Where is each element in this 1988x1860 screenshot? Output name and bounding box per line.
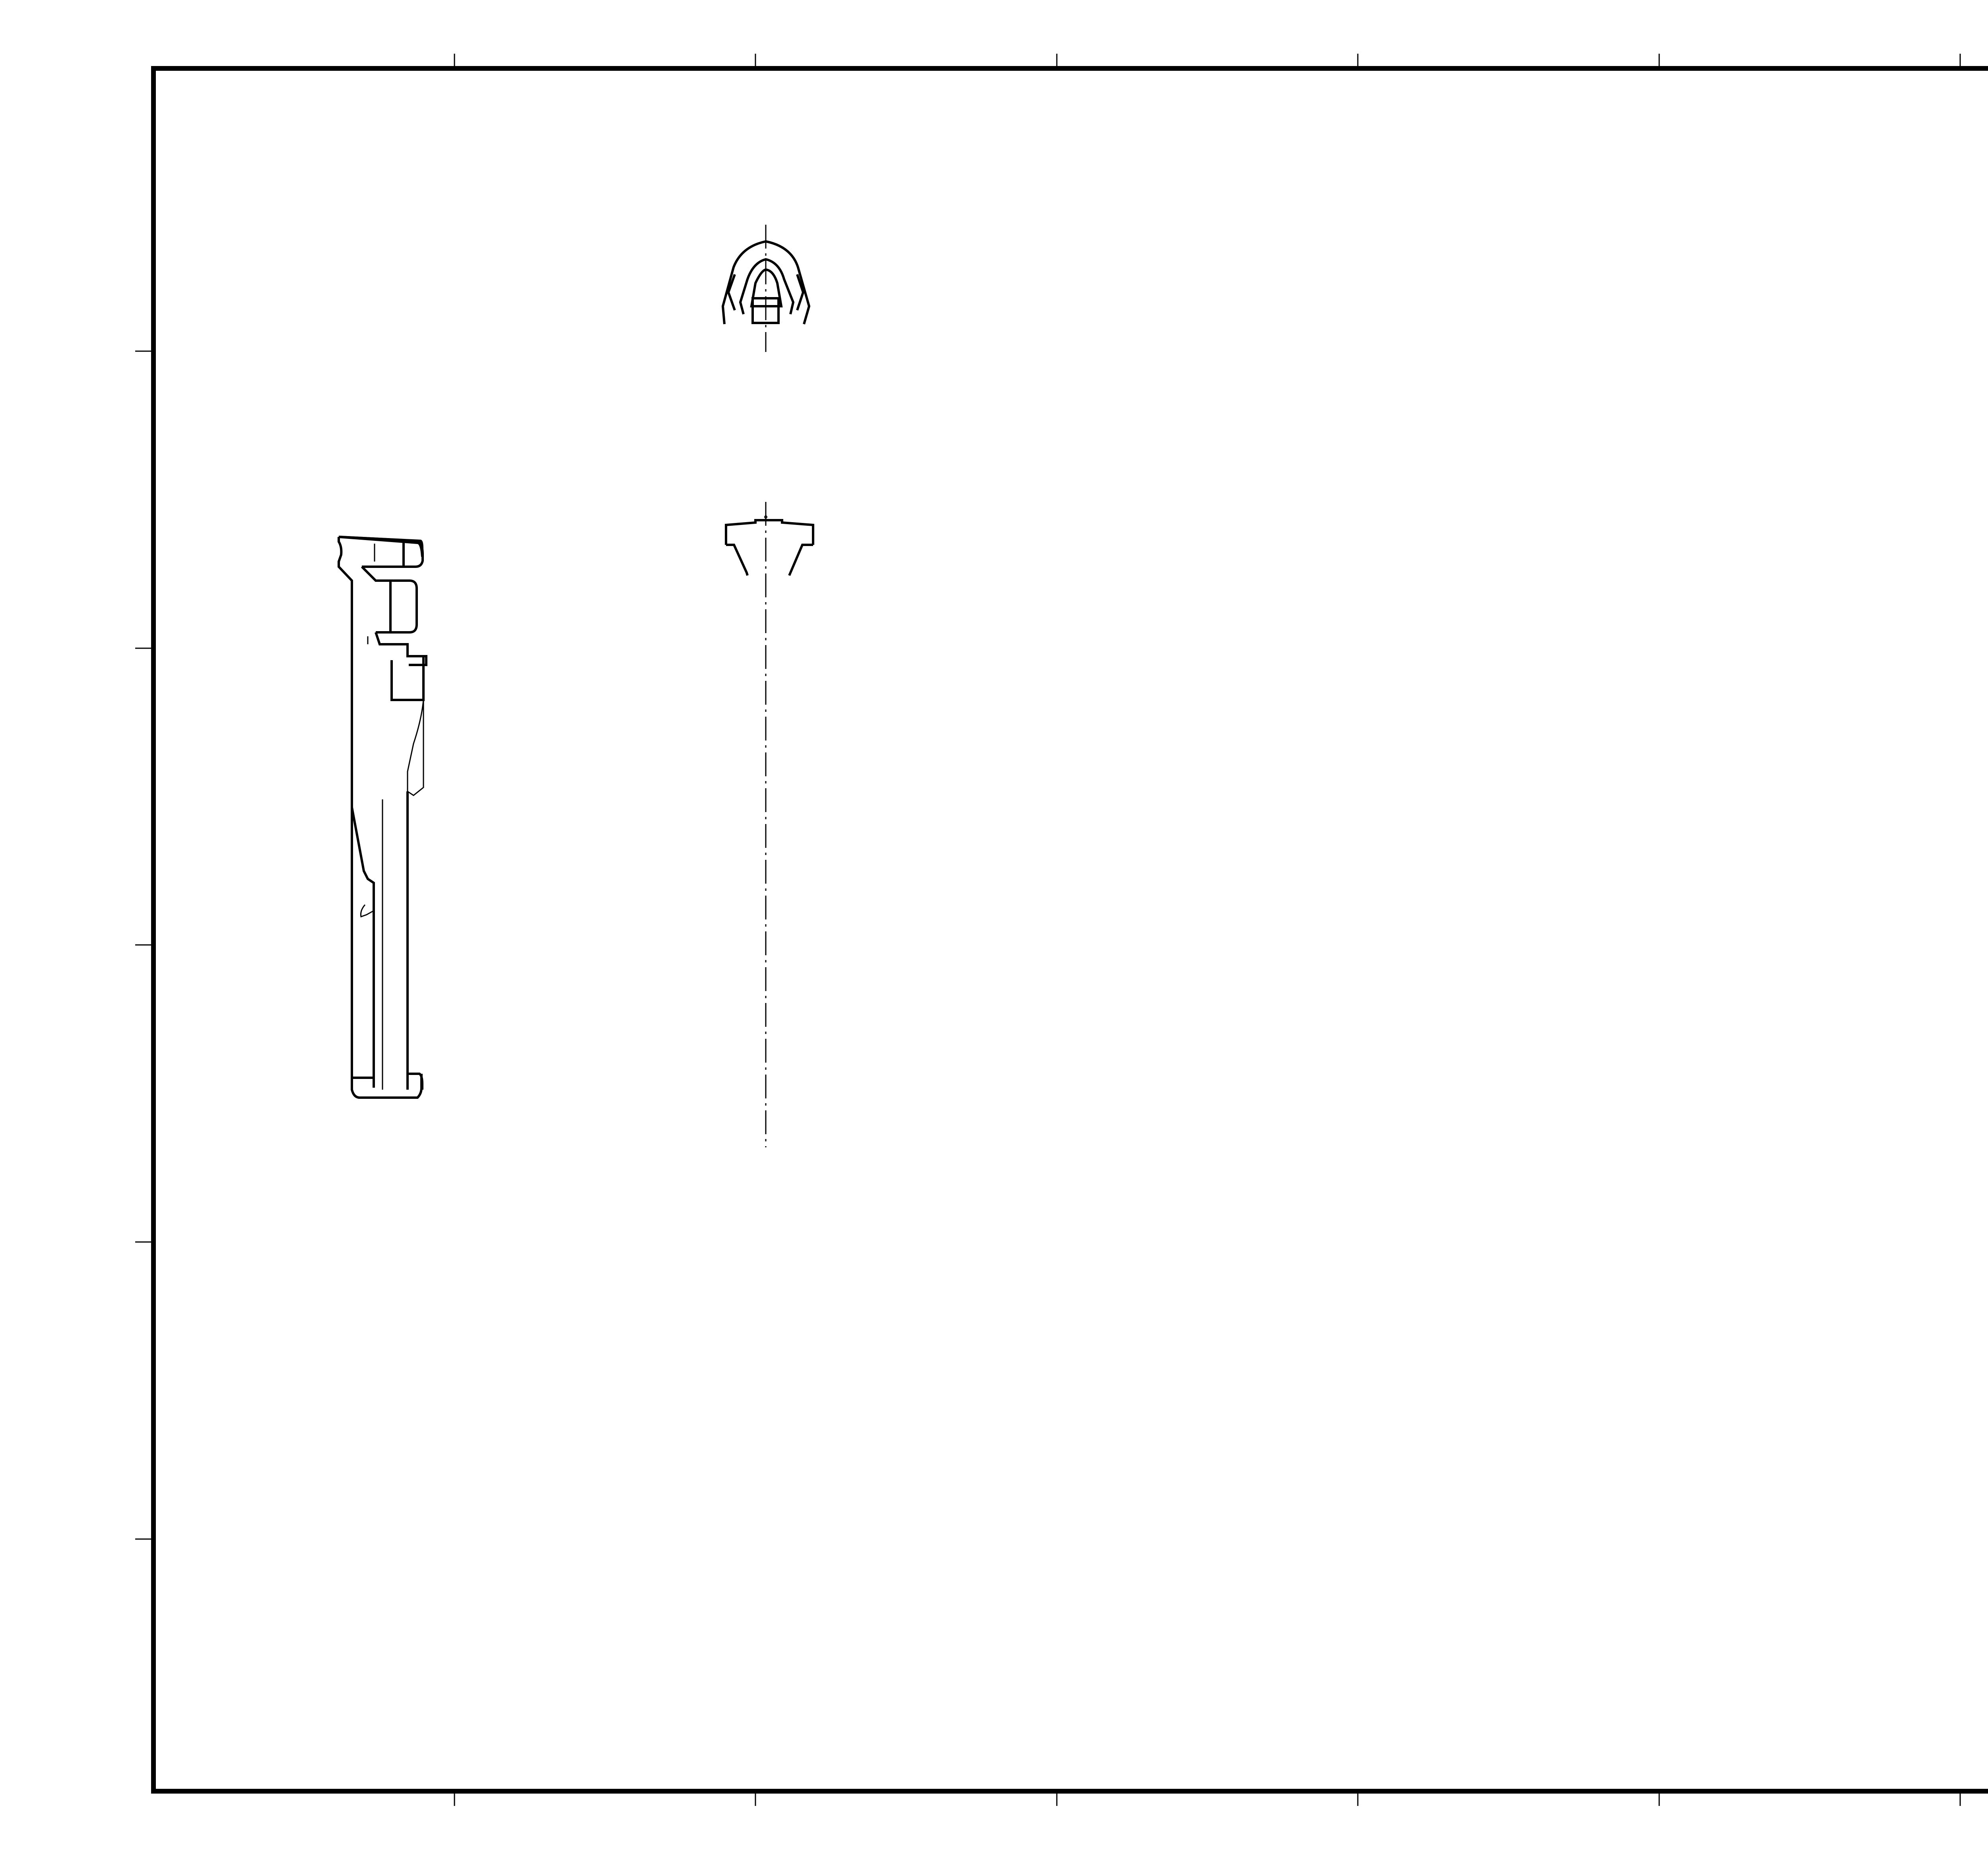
front-view (725, 502, 814, 1147)
left-side-view (338, 536, 427, 1099)
sheet-frame (135, 54, 1988, 1806)
top-end-view (721, 225, 811, 352)
